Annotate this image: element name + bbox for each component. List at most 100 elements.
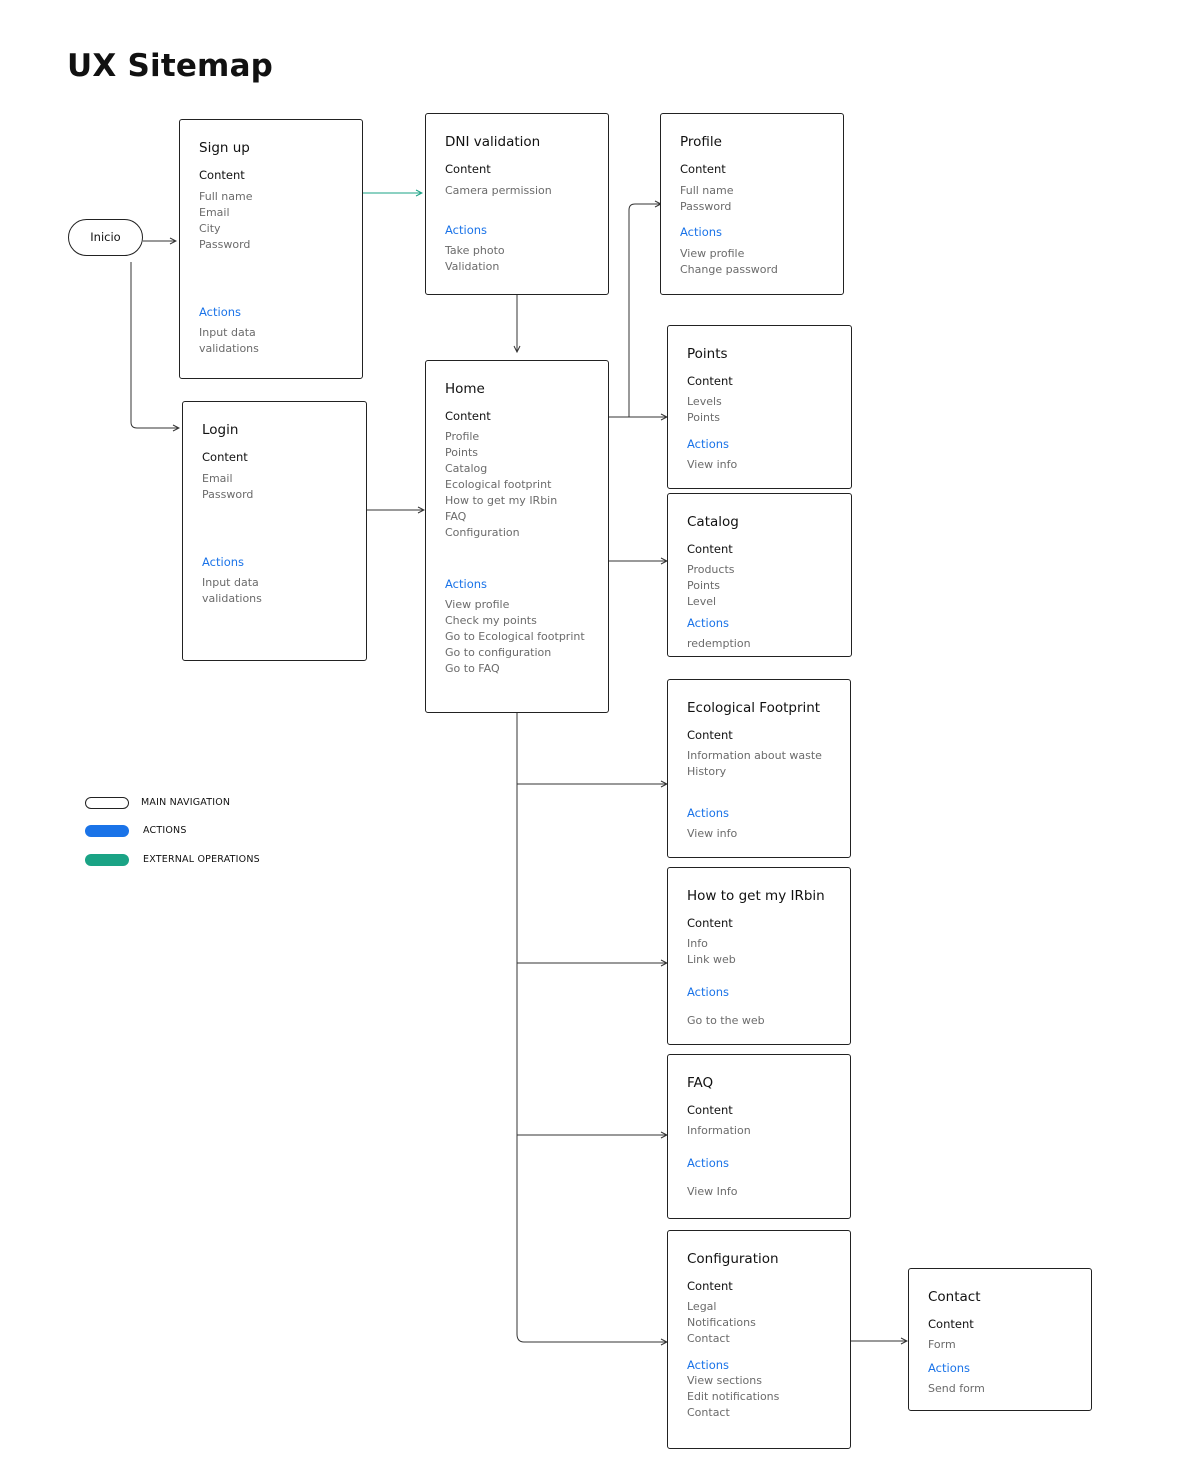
actions-label: Actions	[445, 577, 488, 591]
actions-label: Actions	[202, 555, 245, 569]
node-title: Points	[687, 346, 728, 362]
legend-swatch-actions	[85, 825, 129, 837]
content-item: Points	[687, 579, 721, 592]
action-item: Input data	[199, 326, 256, 339]
content-item: Products	[687, 563, 735, 576]
content-item: Information	[687, 1124, 751, 1137]
node-title: Home	[445, 381, 485, 397]
node-title: Contact	[928, 1289, 981, 1305]
content-label: Content	[687, 1279, 733, 1293]
action-item: Go to Ecological footprint	[445, 630, 585, 643]
actions-label: Actions	[199, 305, 242, 319]
content-label: Content	[680, 162, 726, 176]
node-title: Configuration	[687, 1251, 779, 1267]
action-item: Input data	[202, 576, 259, 589]
actions-label: Actions	[687, 806, 730, 820]
node-ecological-footprint[interactable]: Ecological Footprint Content Information…	[667, 679, 851, 858]
content-item: Email	[202, 472, 233, 485]
content-label: Content	[687, 728, 733, 742]
content-label: Content	[445, 162, 491, 176]
action-item: redemption	[687, 637, 751, 650]
content-item: Ecological footprint	[445, 478, 552, 491]
content-item: Information about waste	[687, 749, 822, 762]
connector-home-trunk	[516, 712, 667, 1342]
actions-label: Actions	[687, 437, 730, 451]
content-item: Legal	[687, 1300, 717, 1313]
content-label: Content	[687, 542, 733, 556]
content-label: Content	[199, 168, 245, 182]
node-signup[interactable]: Sign up Content Full name Email City Pas…	[179, 119, 363, 379]
node-points[interactable]: Points Content Levels Points Actions Vie…	[667, 325, 852, 489]
content-item: Full name	[680, 184, 734, 197]
action-item: View info	[687, 458, 738, 471]
action-item: Send form	[928, 1382, 985, 1395]
content-item: History	[687, 765, 727, 778]
content-label: Content	[202, 450, 248, 464]
content-item: Points	[445, 446, 479, 459]
node-configuration[interactable]: Configuration Content Legal Notification…	[667, 1230, 851, 1449]
node-profile[interactable]: Profile Content Full name Password Actio…	[660, 113, 844, 295]
action-item: Edit notifications	[687, 1390, 780, 1403]
action-item: Validation	[445, 260, 500, 273]
actions-label: Actions	[680, 225, 723, 239]
content-item: Profile	[445, 430, 480, 443]
action-item: Take photo	[445, 244, 505, 257]
legend-label-external-operations: EXTERNAL OPERATIONS	[143, 854, 260, 865]
action-item: View Info	[687, 1185, 738, 1198]
content-item: Link web	[687, 953, 736, 966]
content-item: Levels	[687, 395, 722, 408]
actions-label: Actions	[687, 985, 730, 999]
node-title: Profile	[680, 134, 722, 150]
node-login[interactable]: Login Content Email Password Actions Inp…	[182, 401, 367, 661]
actions-label: Actions	[687, 1156, 730, 1170]
actions-label: Actions	[687, 1358, 730, 1372]
node-contact[interactable]: Contact Content Form Actions Send form	[908, 1268, 1092, 1411]
actions-label: Actions	[928, 1361, 971, 1375]
content-item: Notifications	[687, 1316, 756, 1329]
content-label: Content	[687, 916, 733, 930]
action-item: validations	[199, 342, 259, 355]
node-dni-validation[interactable]: DNI validation Content Camera permission…	[425, 113, 609, 295]
content-item: Camera permission	[445, 184, 552, 197]
content-item: Contact	[687, 1332, 730, 1345]
content-item: Points	[687, 411, 721, 424]
content-item: Info	[687, 937, 708, 950]
content-item: Level	[687, 595, 717, 608]
node-catalog[interactable]: Catalog Content Products Points Level Ac…	[667, 493, 852, 657]
action-item: View profile	[680, 247, 745, 260]
node-title: Catalog	[687, 514, 739, 530]
content-item: Catalog	[445, 462, 488, 475]
action-item: Contact	[687, 1406, 730, 1419]
legend-swatch-main-navigation	[85, 797, 129, 809]
action-item: validations	[202, 592, 262, 605]
content-item: FAQ	[445, 510, 467, 523]
legend-swatch-external-operations	[85, 854, 129, 866]
connector-inicio-login	[130, 262, 179, 428]
node-title: Sign up	[199, 140, 250, 156]
content-item: Password	[680, 200, 732, 213]
action-item: View sections	[687, 1374, 762, 1387]
content-label: Content	[445, 409, 491, 423]
connector-home-profile	[609, 204, 661, 418]
node-home[interactable]: Home Content Profile Points Catalog Ecol…	[425, 360, 609, 713]
action-item: Check my points	[445, 614, 537, 627]
action-item: Go to configuration	[445, 646, 552, 659]
action-item: Go to FAQ	[445, 662, 500, 675]
node-title: Login	[202, 422, 239, 438]
start-node-inicio[interactable]: Inicio	[68, 219, 143, 256]
node-title: DNI validation	[445, 134, 541, 150]
actions-label: Actions	[445, 223, 488, 237]
node-how-to-get-irbin[interactable]: How to get my IRbin Content Info Link we…	[667, 867, 851, 1045]
content-item: Email	[199, 206, 230, 219]
content-label: Content	[687, 374, 733, 388]
content-item: Password	[199, 238, 251, 251]
content-item: How to get my IRbin	[445, 494, 558, 507]
action-item: Go to the web	[687, 1014, 765, 1027]
legend-label-main-navigation: MAIN NAVIGATION	[141, 797, 231, 808]
node-title: FAQ	[687, 1075, 714, 1091]
content-item: City	[199, 222, 221, 235]
node-faq[interactable]: FAQ Content Information Actions View Inf…	[667, 1054, 851, 1219]
legend-label-actions: ACTIONS	[143, 825, 187, 836]
action-item: View info	[687, 827, 738, 840]
